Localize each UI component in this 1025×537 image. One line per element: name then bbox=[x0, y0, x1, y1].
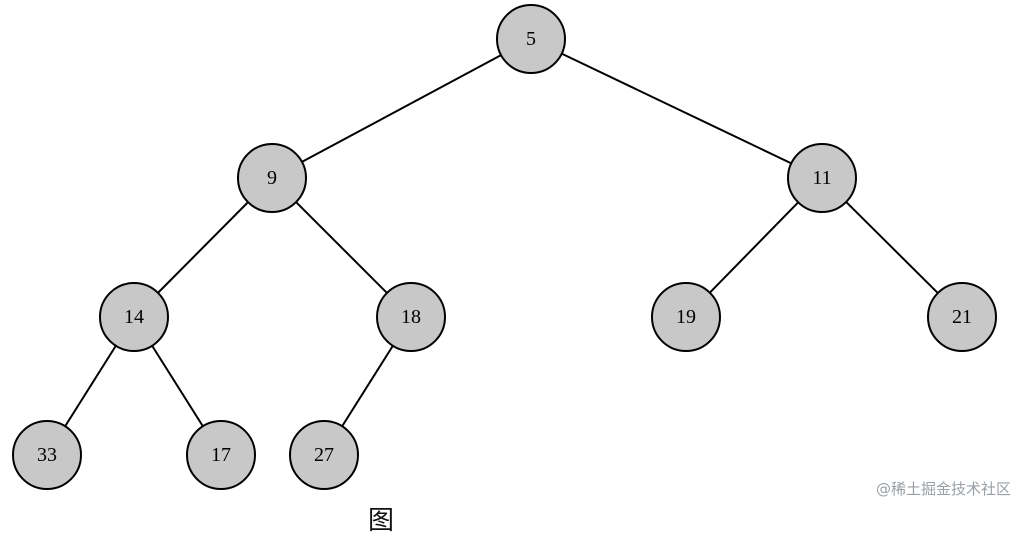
tree-node-14: 14 bbox=[99, 282, 169, 352]
tree-node-21: 21 bbox=[927, 282, 997, 352]
node-circle bbox=[237, 143, 307, 213]
edge-n11-n21 bbox=[845, 201, 939, 294]
tree-node-17: 17 bbox=[186, 420, 256, 490]
node-label: 11 bbox=[812, 167, 831, 189]
node-circle bbox=[927, 282, 997, 352]
node-circle bbox=[651, 282, 721, 352]
node-circle bbox=[12, 420, 82, 490]
node-circle bbox=[99, 282, 169, 352]
node-label: 9 bbox=[267, 167, 277, 189]
edge-n18-n27 bbox=[341, 345, 394, 427]
node-label: 5 bbox=[526, 28, 536, 50]
edge-n5-n9 bbox=[301, 54, 502, 163]
tree-node-33: 33 bbox=[12, 420, 82, 490]
node-circle bbox=[496, 4, 566, 74]
node-label: 27 bbox=[314, 444, 334, 466]
tree-edges bbox=[64, 52, 939, 427]
node-label: 33 bbox=[37, 444, 57, 466]
edge-n9-n14 bbox=[157, 201, 249, 294]
tree-node-18: 18 bbox=[376, 282, 446, 352]
tree-node-11: 11 bbox=[787, 143, 857, 213]
figure-caption: 图 bbox=[368, 506, 395, 536]
node-circle bbox=[787, 143, 857, 213]
node-label: 21 bbox=[952, 306, 972, 328]
tree-node-27: 27 bbox=[289, 420, 359, 490]
watermark-text: @稀土掘金技术社区 bbox=[875, 480, 1011, 498]
node-circle bbox=[289, 420, 359, 490]
tree-nodes: 5 9 11 14 18 19 21 33 17 27 bbox=[12, 4, 997, 490]
node-label: 14 bbox=[124, 306, 144, 328]
tree-node-5: 5 bbox=[496, 4, 566, 74]
binary-tree-diagram: 5 9 11 14 18 19 21 33 17 27 bbox=[12, 4, 997, 490]
node-circle bbox=[186, 420, 256, 490]
edge-n14-n17 bbox=[151, 345, 204, 427]
node-circle bbox=[376, 282, 446, 352]
edge-n11-n19 bbox=[709, 201, 799, 294]
node-label: 19 bbox=[676, 306, 696, 328]
edge-n14-n33 bbox=[64, 345, 117, 427]
tree-node-9: 9 bbox=[237, 143, 307, 213]
edge-n5-n11 bbox=[561, 52, 792, 165]
node-label: 18 bbox=[401, 306, 421, 328]
tree-node-19: 19 bbox=[651, 282, 721, 352]
node-label: 17 bbox=[211, 444, 231, 466]
edge-n9-n18 bbox=[295, 201, 388, 294]
